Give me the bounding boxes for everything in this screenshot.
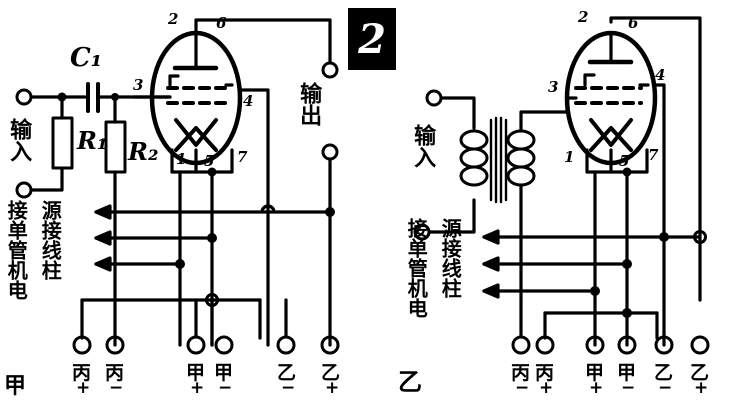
capacitor-c1-label: C₁	[70, 43, 103, 73]
left-term-sign-3: −	[218, 378, 233, 398]
right-term-sign-5: +	[694, 378, 709, 398]
left-term-sign-4: −	[281, 378, 296, 398]
left-pin-7: 7	[237, 148, 248, 166]
right-pin-2: 2	[578, 8, 589, 26]
right-terminal-bing-plus	[535, 335, 555, 355]
left-term-char-1: 丙	[105, 362, 125, 384]
left-input-terminal-bottom	[15, 181, 33, 199]
right-term-sign-1: +	[539, 378, 554, 398]
right-pin-7: 7	[648, 146, 659, 164]
right-terminal-bing-minus	[511, 335, 531, 355]
left-input-label: 输入	[6, 118, 32, 162]
left-pin-2: 2	[168, 10, 179, 28]
left-pin-5: 5	[204, 152, 215, 170]
right-circuit-wiring	[413, 16, 710, 355]
left-term-char-5: 乙	[321, 362, 341, 384]
right-term-char-2: 甲	[585, 362, 605, 384]
right-input-terminal-top	[425, 89, 443, 107]
resistor-r2-label: R₂	[128, 137, 159, 166]
left-terminal-jia-minus	[214, 335, 234, 355]
right-term-sign-3: −	[621, 378, 636, 398]
left-term-char-2: 甲	[186, 362, 206, 384]
right-terminal-jia-minus	[617, 335, 637, 355]
left-pin-4: 4	[243, 92, 254, 110]
right-pin-4: 4	[655, 66, 666, 84]
left-term-sign-2: +	[190, 378, 205, 398]
left-terminal-jia-plus	[186, 335, 206, 355]
right-figure-caption: 乙	[398, 368, 422, 396]
left-machine-tube-label: 接单管机电	[4, 200, 29, 300]
right-term-char-1: 丙	[535, 362, 555, 384]
right-terminal-yi-plus	[690, 335, 710, 355]
right-term-sign-4: −	[658, 378, 673, 398]
figure-number-badge: 2	[348, 8, 396, 70]
right-pin-5: 5	[619, 152, 630, 170]
left-terminal-yi-minus	[276, 335, 296, 355]
right-terminal-jia-plus	[585, 335, 605, 355]
right-term-char-3: 甲	[617, 362, 637, 384]
right-pin-6: 6	[628, 14, 639, 32]
left-term-sign-5: +	[325, 378, 340, 398]
right-term-sign-0: −	[515, 378, 530, 398]
right-machine-tube-label: 接单管机电	[404, 218, 429, 318]
left-terminal-bing-plus	[72, 335, 92, 355]
left-pin-6: 6	[216, 14, 227, 32]
left-output-terminal-top	[321, 61, 339, 79]
left-terminal-bing-minus	[105, 335, 125, 355]
left-pin-3: 3	[133, 76, 144, 94]
right-term-char-0: 丙	[511, 362, 531, 384]
left-terminal-post-label: 源接线柱	[38, 200, 63, 280]
left-output-label: 输出	[296, 82, 322, 126]
left-term-char-4: 乙	[277, 362, 297, 384]
left-term-char-0: 丙	[72, 362, 92, 384]
right-input-label: 输入	[410, 124, 436, 168]
left-terminal-yi-plus	[320, 335, 340, 355]
left-figure-caption: 甲	[4, 374, 27, 399]
left-output-terminal-bottom	[321, 143, 339, 161]
left-circuit-wiring	[15, 18, 340, 355]
left-term-char-3: 甲	[214, 362, 234, 384]
right-pin-3: 3	[548, 78, 559, 96]
resistor-r1-label: R₁	[77, 126, 108, 155]
right-term-char-5: 乙	[690, 362, 710, 384]
right-term-char-4: 乙	[654, 362, 674, 384]
right-term-sign-2: +	[589, 378, 604, 398]
left-pin-1: 1	[176, 150, 187, 168]
left-input-terminal-top	[15, 88, 33, 106]
right-terminal-post-label: 源接线柱	[438, 218, 463, 298]
right-terminal-yi-minus	[654, 335, 674, 355]
left-term-sign-1: −	[109, 378, 124, 398]
right-pin-1: 1	[564, 148, 575, 166]
left-term-sign-0: +	[76, 378, 91, 398]
